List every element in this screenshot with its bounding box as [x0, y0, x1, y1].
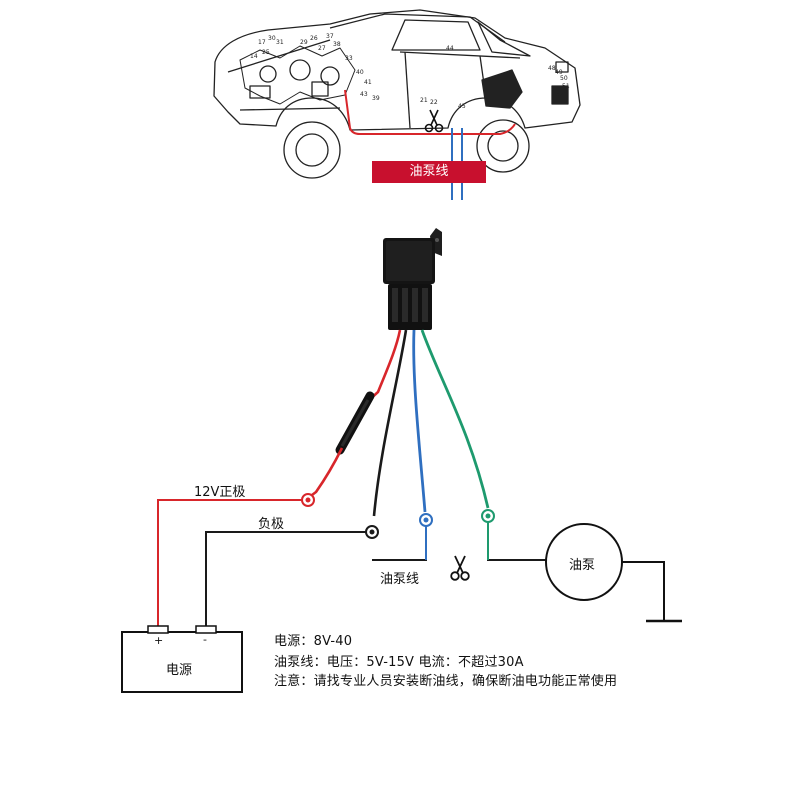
car-callout-number: 30: [268, 35, 276, 42]
fuel-line-right: [487, 522, 546, 561]
car-callout-number: 27: [318, 45, 326, 52]
red-wire-lower: [307, 447, 344, 500]
car-callout-number: 17: [258, 39, 266, 46]
spec-note: 注意：请找专业人员安装断油线，确保断油电功能正常使用: [274, 674, 618, 689]
car-callout-number: 39: [372, 95, 380, 102]
car-callout-number: 29: [300, 39, 308, 46]
plus-label: +: [154, 634, 164, 647]
relay-icon: [383, 228, 442, 330]
spec-pump-line: 油泵线：电压：5V-15V 电流：不超过30A: [274, 655, 524, 670]
spec-power: 电源：8V-40: [274, 634, 353, 649]
car-callout-number: 49: [555, 69, 563, 76]
car-callout-number: 37: [326, 33, 334, 40]
blue-wire: [412, 329, 427, 513]
car-callout-number: 33: [345, 55, 353, 62]
car-callout-number: 25: [262, 49, 270, 56]
battery-negative-post: [195, 625, 217, 634]
car-callout-number: 31: [276, 39, 284, 46]
negative-line: [205, 531, 366, 626]
car-callout-number: 41: [364, 79, 372, 86]
scissors-icon: [450, 555, 470, 581]
negative-label: 负极: [258, 517, 285, 532]
fuel-pump-line-banner: 油泵线: [372, 161, 486, 183]
car-callout-number: 21: [420, 97, 428, 104]
car-callout-number: 26: [310, 35, 318, 42]
fuse-icon: [335, 391, 375, 455]
car-callout-number: 44: [446, 45, 454, 52]
fuel-line-left: [372, 526, 427, 561]
car-callout-number: 38: [333, 41, 341, 48]
car-callout-number: 43: [360, 91, 368, 98]
minus-label: -: [203, 633, 207, 646]
red-wire: [366, 329, 402, 403]
fuel-line-label: 油泵线: [380, 572, 420, 587]
positive-line: [157, 499, 302, 626]
car-callout-number: 52: [556, 91, 564, 98]
black-wire: [372, 329, 408, 517]
car-illustration-icon: [213, 9, 581, 179]
positive-label: 12V正极: [194, 485, 246, 500]
ground-line: [622, 561, 665, 620]
car-callout-number: 22: [430, 99, 438, 106]
car-callout-number: 51: [562, 83, 570, 90]
car-callout-number: 40: [356, 69, 364, 76]
pump-label: 油泵: [569, 558, 596, 573]
scissors-icon: [424, 109, 444, 133]
battery-positive-post: [147, 625, 169, 634]
power-label: 电源: [166, 663, 193, 678]
car-red-wire: [344, 89, 516, 135]
car-callout-number: 48: [548, 65, 556, 72]
green-wire: [420, 329, 490, 509]
car-callout-number: 45: [458, 103, 466, 110]
battery-box: [121, 631, 243, 693]
car-callout-number: 14: [250, 53, 258, 60]
car-callout-number: 50: [560, 75, 568, 82]
